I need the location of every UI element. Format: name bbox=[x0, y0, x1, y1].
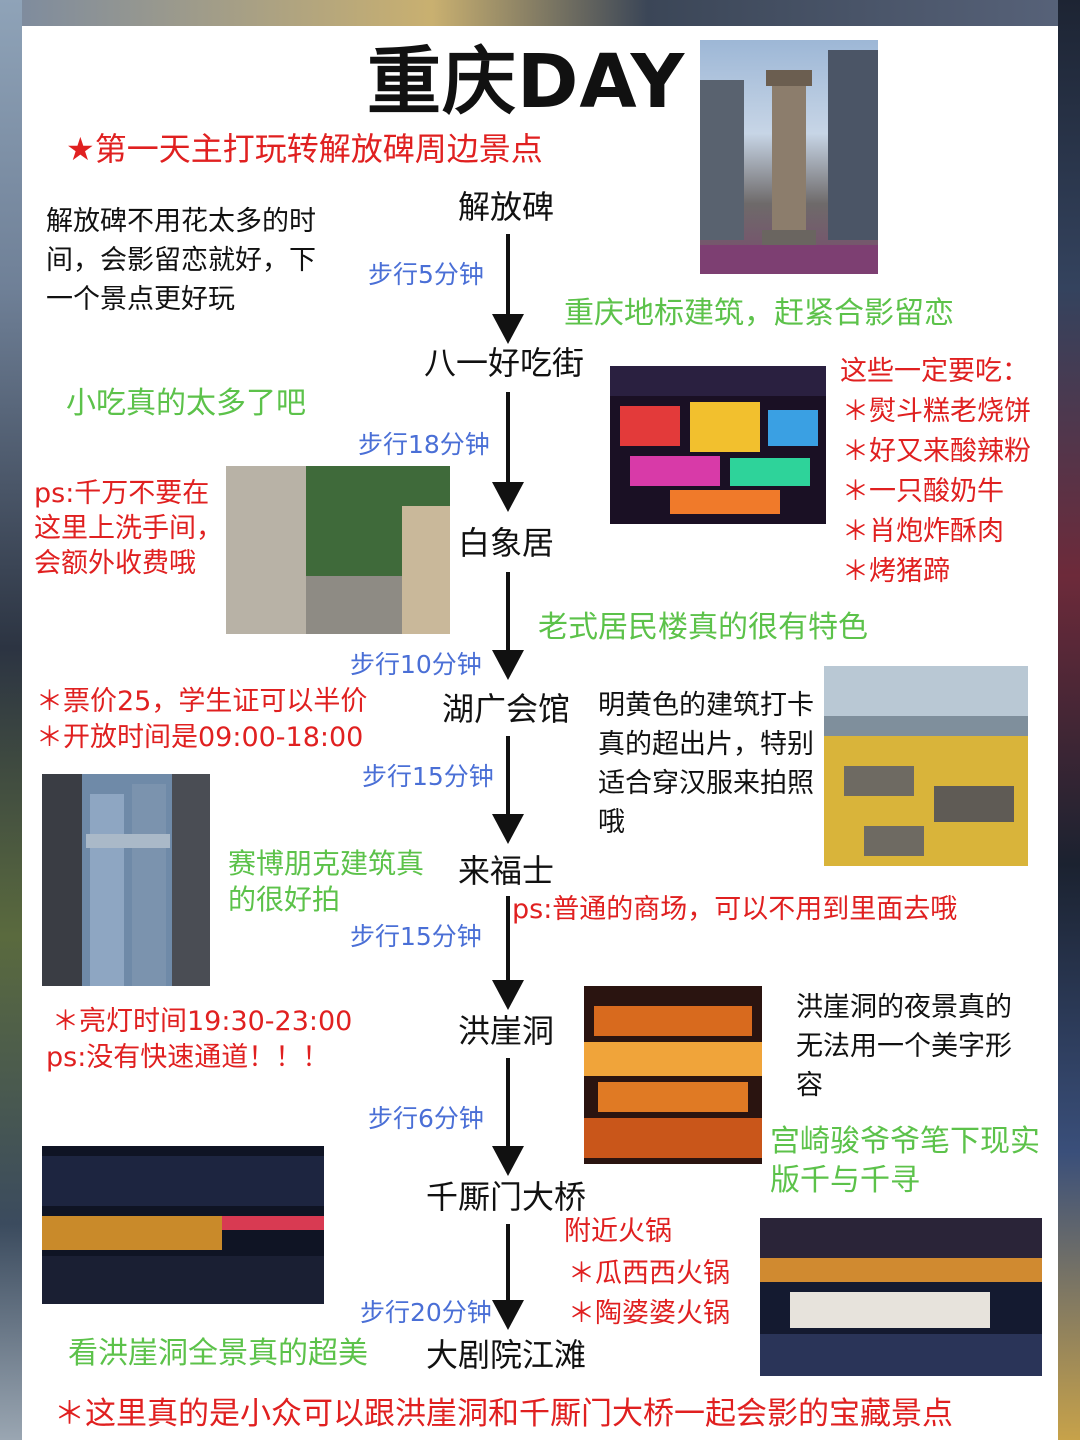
node-bayi-food-street: 八一好吃街 bbox=[424, 344, 585, 382]
baixiangju-building-photo bbox=[226, 466, 450, 634]
headline: ★第一天主打玩转解放碑周边景点 bbox=[66, 130, 543, 168]
walk-time-1: 步行5分钟 bbox=[368, 260, 484, 289]
walk-time-5: 步行15分钟 bbox=[350, 922, 482, 951]
qiansimen-bridge-photo-art bbox=[42, 1156, 324, 1304]
route-arrow-6 bbox=[506, 1058, 510, 1156]
hongya-ps-note: ps:没有快速通道！！！ bbox=[46, 1042, 330, 1073]
jiefangbei-note: 解放碑不用花太多的时间，会影留恋就好，下一个景点更好玩 bbox=[46, 206, 316, 316]
panorama-note: 看洪崖洞全景真的超美 bbox=[68, 1336, 368, 1371]
food-street-neon-photo-art bbox=[610, 366, 826, 514]
riverside-boat-photo-art bbox=[760, 1218, 1042, 1376]
node-baixiangju: 白象居 bbox=[458, 524, 555, 562]
huguang-hours-note: ＊开放时间是09:00-18:00 bbox=[36, 722, 364, 753]
miyazaki-note: 宫崎骏爷爷笔下现实版千与千寻 bbox=[770, 1124, 1040, 1198]
qiansimen-bridge-photo bbox=[42, 1146, 324, 1304]
huguang-desc-note: 明黄色的建筑打卡真的超出片，特别适合穿汉服来拍照哦 bbox=[598, 690, 814, 839]
background-right bbox=[1058, 0, 1080, 1440]
node-raffles: 来福士 bbox=[458, 852, 555, 890]
raffles-ps-note: ps:普通的商场，可以不用到里面去哦 bbox=[512, 894, 958, 925]
arrow-down-icon bbox=[492, 314, 524, 344]
route-arrow-4 bbox=[506, 736, 510, 824]
must-eat-title: 这些一定要吃： bbox=[840, 356, 1029, 387]
arrow-down-icon bbox=[492, 1300, 524, 1330]
route-arrow-7 bbox=[506, 1224, 510, 1308]
must-eat-item: ＊好又来酸辣粉 bbox=[842, 436, 1031, 467]
must-eat-item: ＊一只酸奶牛 bbox=[842, 476, 1004, 507]
arrow-down-icon bbox=[492, 814, 524, 844]
hotpot-item: ＊瓜西西火锅 bbox=[568, 1258, 730, 1289]
food-street-neon-photo bbox=[610, 366, 826, 524]
arrow-down-icon bbox=[492, 650, 524, 680]
huguang-ticket-note: ＊票价25，学生证可以半价 bbox=[36, 686, 368, 717]
node-grand-theatre-riverside: 大剧院江滩 bbox=[426, 1336, 587, 1374]
footer-note: ＊这里真的是小众可以跟洪崖洞和千厮门大桥一起会影的宝藏景点 bbox=[54, 1396, 953, 1432]
snacks-note: 小吃真的太多了吧 bbox=[66, 386, 306, 421]
huguang-guild-hall-photo bbox=[824, 666, 1028, 866]
route-arrow-1 bbox=[506, 234, 510, 324]
node-jiefangbei: 解放碑 bbox=[458, 188, 555, 226]
star-icon: ★ bbox=[66, 130, 95, 168]
old-building-note: 老式居民楼真的很有特色 bbox=[538, 610, 868, 645]
route-arrow-3 bbox=[506, 572, 510, 660]
arrow-down-icon bbox=[492, 482, 524, 512]
jiefangbei-tower-photo bbox=[700, 40, 878, 274]
walk-time-3: 步行10分钟 bbox=[350, 650, 482, 679]
headline-text: 第一天主打玩转解放碑周边景点 bbox=[94, 130, 543, 168]
itinerary-card: 重庆DAY 1 ★第一天主打玩转解放碑周边景点 解放碑 八一好吃街 白象居 湖广… bbox=[22, 26, 1058, 1440]
node-qiansimen-bridge: 千厮门大桥 bbox=[426, 1178, 587, 1216]
background-left bbox=[0, 0, 22, 1440]
raffles-skyscraper-photo-art bbox=[42, 774, 210, 986]
landmark-note: 重庆地标建筑，赶紧合影留恋 bbox=[564, 296, 954, 331]
raffles-skyscraper-photo bbox=[42, 774, 210, 986]
walk-time-2: 步行18分钟 bbox=[358, 430, 490, 459]
background-top bbox=[0, 0, 1080, 26]
node-huguang-guild-hall: 湖广会馆 bbox=[442, 690, 571, 728]
hongyadong-night-photo-art bbox=[584, 1006, 762, 1158]
arrow-down-icon bbox=[492, 980, 524, 1010]
walk-time-7: 步行20分钟 bbox=[360, 1298, 492, 1327]
baixiangju-building-photo-art bbox=[226, 466, 450, 634]
node-hongyadong: 洪崖洞 bbox=[458, 1012, 555, 1050]
hotpot-item: ＊陶婆婆火锅 bbox=[568, 1298, 730, 1329]
raffles-note: 赛博朋克建筑真的很好拍 bbox=[228, 847, 425, 917]
walk-time-4: 步行15分钟 bbox=[362, 762, 494, 791]
huguang-guild-hall-photo-art bbox=[824, 666, 1028, 866]
hongya-lights-note: ＊亮灯时间19:30-23:00 bbox=[52, 1006, 353, 1037]
must-eat-item: ＊熨斗糕老烧饼 bbox=[842, 396, 1031, 427]
route-arrow-5 bbox=[506, 896, 510, 990]
arrow-down-icon bbox=[492, 1146, 524, 1176]
must-eat-item: ＊烤猪蹄 bbox=[842, 556, 950, 587]
walk-time-6: 步行6分钟 bbox=[368, 1104, 484, 1133]
hotpot-title: 附近火锅 bbox=[564, 1216, 672, 1247]
route-arrow-2 bbox=[506, 392, 510, 492]
riverside-boat-photo bbox=[760, 1218, 1042, 1376]
jiefangbei-tower-photo-art bbox=[700, 50, 878, 274]
baixiangju-ps-note: ps:千万不要在这里上洗手间，会额外收费哦 bbox=[34, 478, 223, 580]
hongyadong-night-photo bbox=[584, 986, 762, 1164]
must-eat-item: ＊肖炮炸酥肉 bbox=[842, 516, 1004, 547]
hongya-desc-note: 洪崖洞的夜景真的无法用一个美字形容 bbox=[796, 992, 1012, 1102]
page-title: 重庆DAY 1 bbox=[367, 39, 765, 125]
